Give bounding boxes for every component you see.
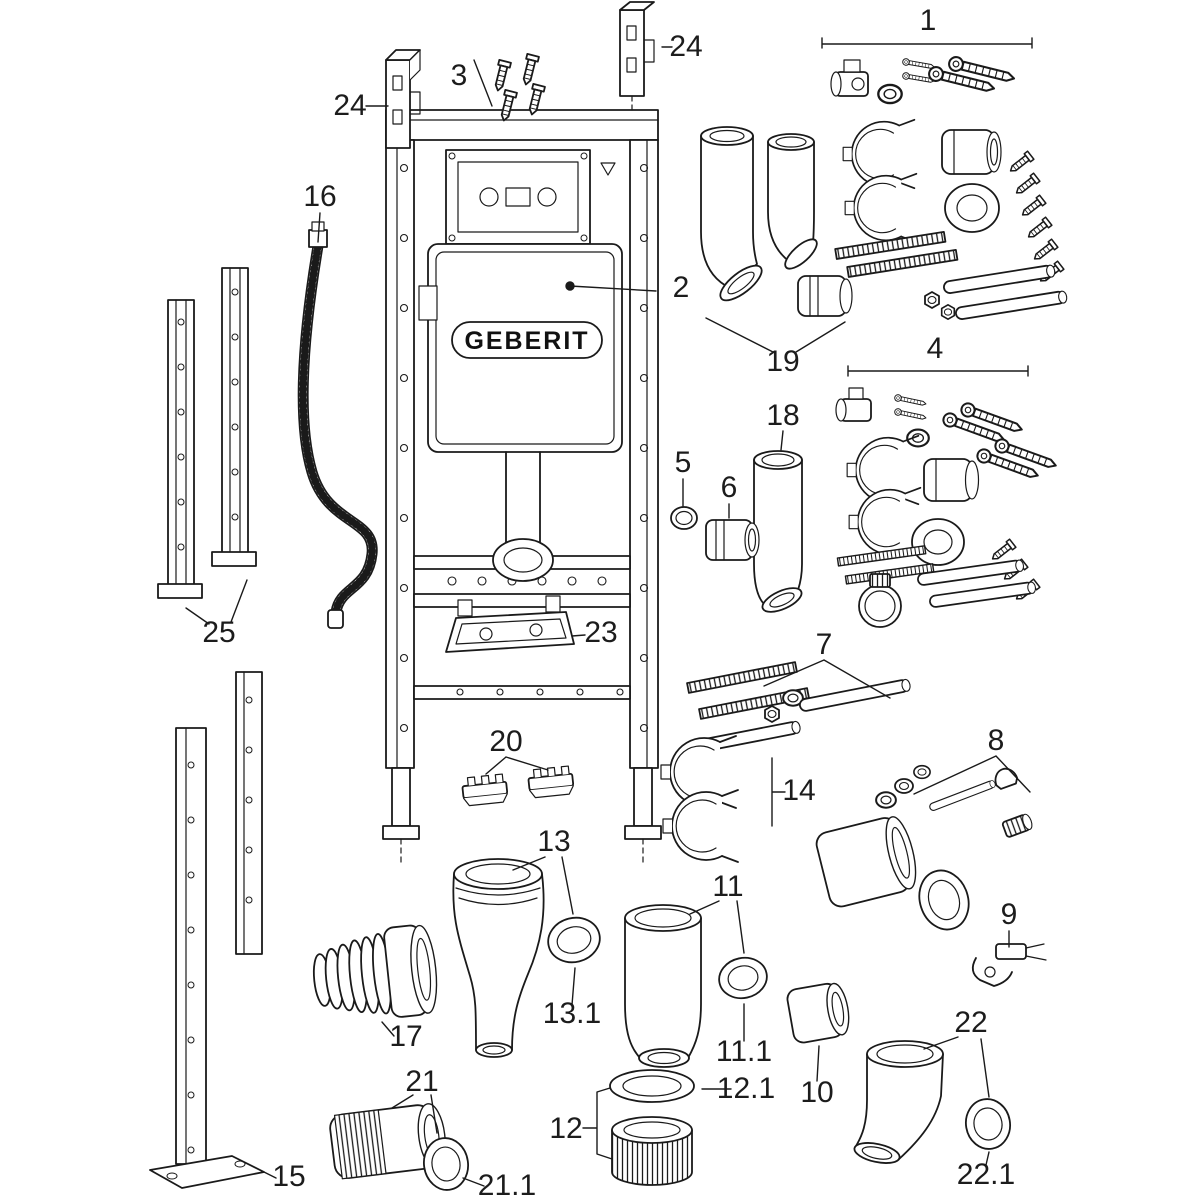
- callout-6: 6: [721, 471, 738, 504]
- callout-9: 9: [1001, 898, 1018, 931]
- flush-bend-seal: [547, 916, 601, 964]
- callout-18: 18: [766, 399, 799, 432]
- callout-12-1: 12.1: [717, 1072, 775, 1105]
- callout-8: 8: [988, 724, 1005, 757]
- flush-pipe: [753, 450, 803, 613]
- callout-2: 2: [673, 271, 690, 304]
- bellows-connector: [312, 924, 438, 1018]
- leader-lines: [185, 37, 1033, 1187]
- fixing-clips: [460, 764, 576, 808]
- callout-15: 15: [272, 1160, 305, 1193]
- callout-21: 21: [405, 1065, 438, 1098]
- callout-1: 1: [920, 4, 937, 37]
- callout-13: 13: [537, 825, 570, 858]
- outlet-bend: [853, 1040, 944, 1164]
- callout-24-left: 24: [333, 89, 366, 122]
- callout-16: 16: [303, 180, 336, 213]
- callout-23: 23: [584, 616, 617, 649]
- callout-3: 3: [451, 59, 468, 92]
- callout-14: 14: [782, 774, 815, 807]
- seal-ring: [670, 506, 698, 530]
- pan-connector-seal: [718, 956, 768, 1000]
- fixing-bracket: [971, 943, 1047, 987]
- callout-12: 12: [549, 1112, 582, 1145]
- callout-20: 20: [489, 725, 522, 758]
- callout-24-right: 24: [669, 30, 702, 63]
- callout-5: 5: [675, 446, 692, 479]
- callout-labels: 1 2 3 4 5 6 7 8 9 10 11 11.1 12 12.1 13 …: [202, 4, 1017, 1200]
- pan-connector-bend: [624, 904, 702, 1068]
- callout-10: 10: [800, 1076, 833, 1109]
- flush-bend: [452, 858, 545, 1058]
- callout-25: 25: [202, 616, 235, 649]
- socket-coupling: [705, 519, 760, 561]
- cup-gasket: [611, 1116, 693, 1186]
- frame-holes: [399, 163, 649, 733]
- flush-pipe-bends: [700, 126, 853, 317]
- outlet-bend-seal: [965, 1098, 1011, 1150]
- callout-19: 19: [766, 345, 799, 378]
- connector-sleeve: [786, 982, 850, 1044]
- pipe-clamps: [660, 735, 739, 863]
- callout-13-1: 13.1: [543, 997, 601, 1030]
- flush-bend-internal: [492, 451, 554, 582]
- callout-22-1: 22.1: [957, 1158, 1015, 1191]
- flush-plate-unit: [445, 149, 591, 245]
- mounting-frame: [382, 109, 662, 864]
- brand-logo: GEBERIT: [464, 327, 589, 355]
- support-foot: [149, 671, 265, 1189]
- wall-anchor-left: [385, 49, 421, 149]
- connection-set: [815, 764, 1035, 931]
- threaded-rod-set: [686, 661, 912, 755]
- gasket-set: [609, 1069, 695, 1186]
- callout-17: 17: [389, 1020, 422, 1053]
- fastening-set-top: [830, 54, 1069, 321]
- callout-7: 7: [816, 628, 833, 661]
- wall-anchor-right: [619, 1, 655, 113]
- callout-11-1: 11.1: [716, 1035, 772, 1068]
- cistern: GEBERIT: [418, 243, 623, 453]
- flat-gasket: [609, 1069, 695, 1103]
- support-bracket: [445, 595, 575, 653]
- callout-22: 22: [954, 1006, 987, 1039]
- water-supply-hose: [303, 221, 372, 629]
- double-socket-seal: [423, 1137, 469, 1191]
- callout-21-1: 21.1: [478, 1169, 536, 1200]
- callout-4: 4: [927, 332, 944, 365]
- fastening-set-mid: [835, 387, 1059, 628]
- mounting-rails: [157, 267, 257, 599]
- callout-11: 11: [712, 870, 743, 903]
